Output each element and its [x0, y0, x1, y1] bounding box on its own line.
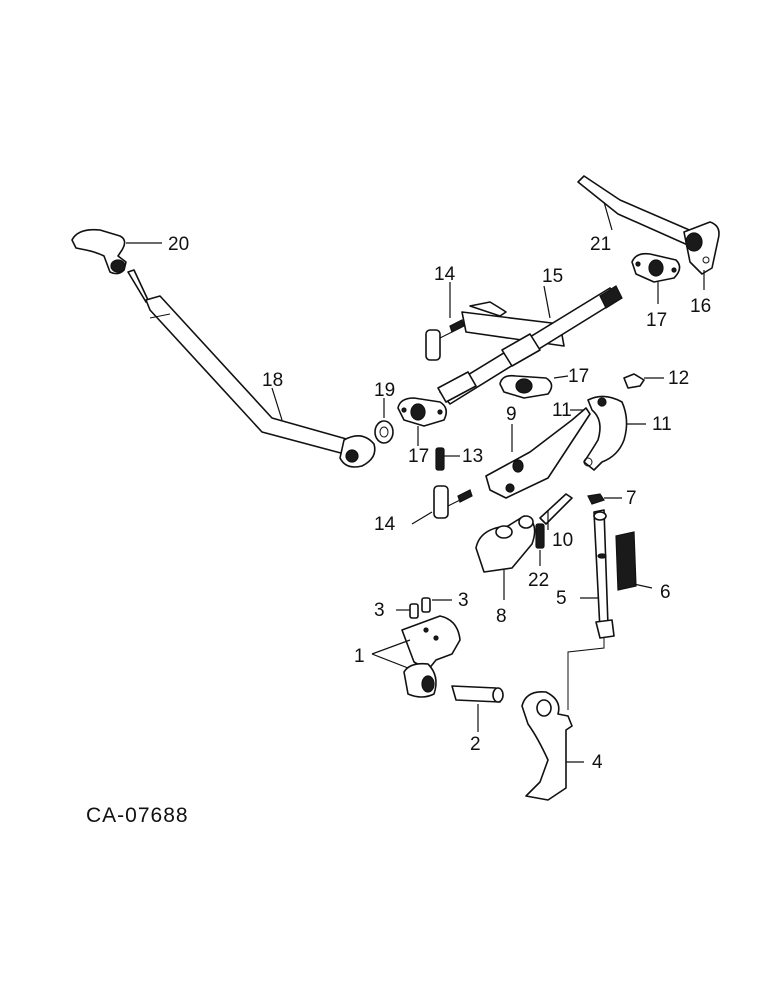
part-10-pin — [539, 493, 573, 530]
callout-3: 3 — [458, 590, 469, 611]
callout-4: 4 — [592, 752, 603, 773]
callout-12: 12 — [668, 368, 689, 389]
part-3-pins — [396, 597, 452, 619]
callout-18: 18 — [262, 370, 283, 391]
part-14-pin-upper — [425, 282, 465, 361]
callout-17: 17 — [408, 446, 429, 467]
callout-10: 10 — [552, 530, 573, 551]
diagram-code: CA-07688 — [86, 804, 189, 827]
part-17-bushing-right — [631, 252, 681, 304]
part-8-fork — [475, 515, 536, 600]
callout-11: 11 — [652, 414, 672, 435]
part-15-cross-shaft — [437, 285, 623, 405]
callout-21: 21 — [590, 234, 611, 255]
callout-11: 11 — [552, 400, 572, 421]
part-11-cam-plate — [570, 395, 646, 471]
callout-6: 6 — [660, 582, 671, 603]
part-4-shift-fork — [521, 690, 584, 801]
callout-3: 3 — [374, 600, 385, 621]
callout-15: 15 — [542, 266, 563, 287]
part-2-pin — [451, 685, 504, 732]
callout-1: 1 — [354, 646, 365, 667]
callout-13: 13 — [462, 446, 483, 467]
callout-9: 9 — [506, 404, 517, 425]
callout-8: 8 — [496, 606, 507, 627]
callout-16: 16 — [690, 296, 711, 317]
callout-17: 17 — [568, 366, 589, 387]
callout-20: 20 — [168, 234, 189, 255]
part-20-knob — [71, 228, 162, 275]
part-9-bracket — [485, 407, 591, 499]
part-17-bushing-middle — [499, 374, 569, 399]
part-18-shift-lever — [127, 269, 376, 468]
callout-14: 14 — [374, 514, 396, 535]
part-5-shaft — [580, 509, 615, 639]
callout-labels: 20 21 16 17 14 15 18 19 17 17 12 11 11 9… — [168, 234, 711, 773]
callout-22: 22 — [528, 570, 549, 591]
part-19-washer — [374, 398, 394, 444]
callout-14: 14 — [434, 264, 456, 285]
callout-17: 17 — [646, 310, 667, 331]
part-7-washer — [587, 493, 622, 505]
part-22-spring — [535, 523, 545, 566]
assembly-connector-line — [567, 638, 605, 710]
part-12-pin — [623, 373, 664, 389]
callout-19: 19 — [374, 380, 395, 401]
callout-7: 7 — [626, 488, 637, 509]
part-13-spring-pin — [435, 447, 460, 471]
part-16-bracket — [683, 221, 720, 290]
part-1-housing — [371, 615, 461, 698]
part-17-bushing-left — [397, 397, 448, 446]
part-14-pin-lower — [411, 485, 473, 525]
part-6-spring — [615, 531, 653, 591]
callout-5: 5 — [556, 588, 567, 609]
callout-2: 2 — [470, 734, 481, 755]
